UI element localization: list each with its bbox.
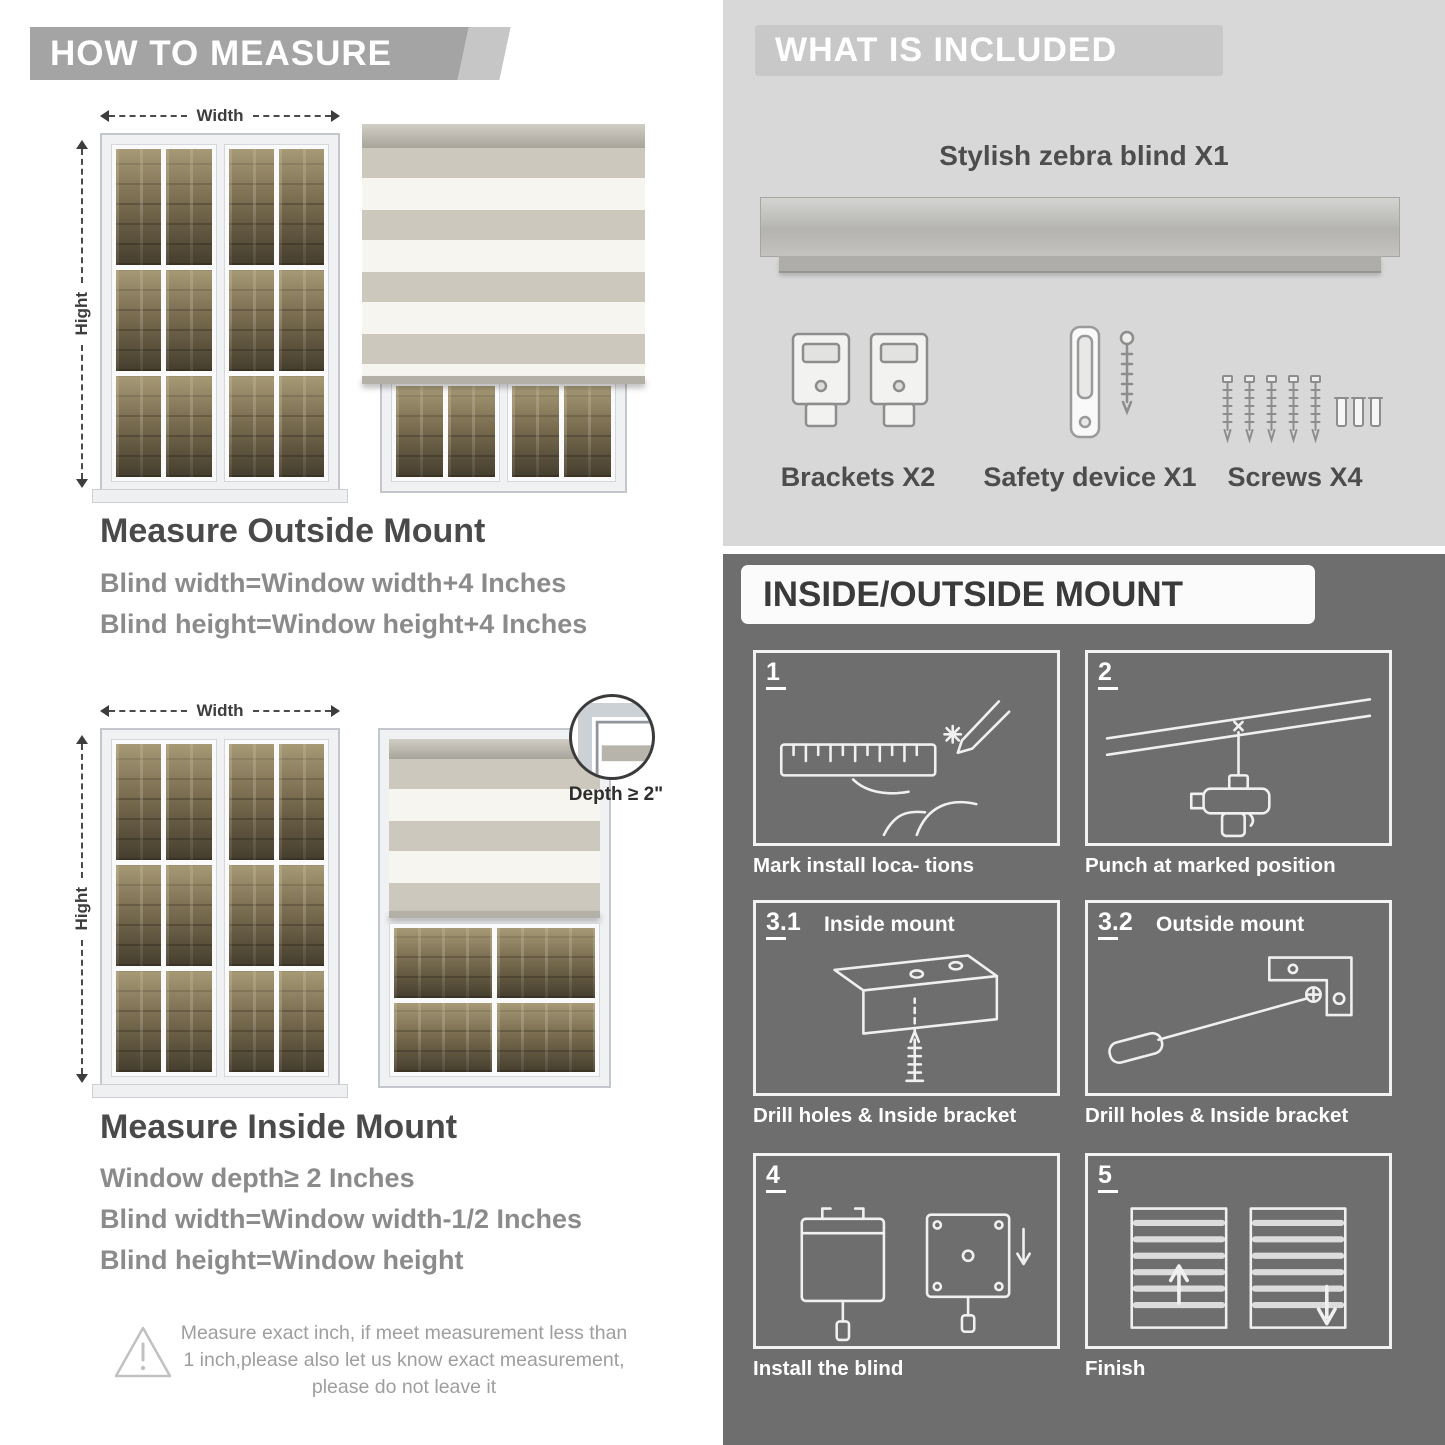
what-is-included-header: WHAT IS INCLUDED [755, 25, 1223, 76]
headrail-lip [779, 256, 1381, 273]
arrow-left-icon [100, 705, 109, 717]
brackets-label: Brackets X2 [780, 462, 936, 492]
depth-callout-circle [569, 694, 655, 780]
step-panel-4: 4 [753, 1153, 1060, 1349]
step-number: 3.1 [766, 908, 801, 940]
how-to-measure-title: HOW TO MEASURE [50, 34, 392, 73]
window-corner-depth-icon [578, 703, 652, 776]
window-sash [223, 144, 329, 482]
formula-line: Blind height=Window height [100, 1245, 464, 1275]
arrow-up-icon [76, 140, 88, 149]
outside-bracket-icon [1108, 956, 1353, 1064]
formula-line: Blind width=Window width-1/2 Inches [100, 1204, 583, 1234]
height-dimension-arrow: Hight [72, 735, 92, 1083]
screws-label: Screws X4 [1227, 462, 1363, 492]
arrow-up-icon [76, 735, 88, 744]
blind-cassette [362, 124, 645, 148]
height-label: Hight [72, 887, 91, 931]
width-dimension-arrow: Width [100, 106, 340, 126]
step-number: 1 [766, 658, 786, 690]
arrow-down-icon [76, 1074, 88, 1083]
arrow-right-icon [331, 110, 340, 122]
measurement-warning-text: Measure exact inch, if meet measurement … [180, 1322, 628, 1398]
arrow-right-icon [331, 705, 340, 717]
safety-device-icon [1069, 325, 1135, 439]
product-label: Stylish zebra blind X1 [939, 140, 1229, 171]
step-panel-1: 1 [753, 650, 1060, 846]
width-label: Width [196, 106, 244, 125]
window-illustration-outside [92, 133, 348, 503]
outside-mount-title: Measure Outside Mount [100, 512, 486, 550]
step-title: Outside mount [1156, 913, 1305, 936]
height-dimension-arrow: Hight [72, 140, 92, 488]
step-number: 5 [1098, 1161, 1118, 1193]
zebra-blind-inside-mount-illustration [378, 728, 611, 1088]
step-panel-3-2: 3.2 Outside mount [1085, 900, 1392, 1096]
step-panel-3-1: 3.1 Inside mount [753, 900, 1060, 1096]
step-number: 4 [766, 1161, 786, 1193]
step-caption-4: Install the blind [753, 1357, 904, 1380]
step-number: 2 [1098, 658, 1118, 690]
screws-icon [1222, 375, 1383, 444]
inside-mount-formulas: Window depth≥ 2 Inches Blind width=Windo… [100, 1158, 582, 1281]
formula-line: Blind height=Window height+4 Inches [100, 609, 588, 639]
formula-line: Window depth≥ 2 Inches [100, 1163, 415, 1193]
step-number: 3.2 [1098, 908, 1133, 940]
step-caption-5: Finish [1085, 1357, 1146, 1380]
step-caption-3-1: Drill holes & Inside bracket [753, 1104, 1017, 1127]
depth-requirement-label: Depth ≥ 2" [568, 784, 664, 805]
blind-bottom-rail [362, 376, 645, 384]
window-panes-below-blind [389, 923, 600, 1077]
height-label: Hight [72, 292, 91, 336]
zebra-blind [362, 124, 645, 384]
mount-guide-header: INSIDE/OUTSIDE MOUNT [741, 565, 1315, 624]
step-caption-1: Mark install loca- tions [753, 854, 974, 877]
step-caption-2: Punch at marked position [1085, 854, 1336, 877]
arrow-left-icon [100, 110, 109, 122]
drill-icon [1105, 698, 1372, 838]
warning-triangle-icon [114, 1326, 172, 1378]
mount-guide-section: INSIDE/OUTSIDE MOUNT 1 Mark install loca… [723, 554, 1445, 1445]
arrow-down-icon [76, 479, 88, 488]
window-illustration-inside [92, 728, 348, 1098]
window-sash [111, 144, 217, 482]
step-panel-2: 2 [1085, 650, 1392, 846]
mark-locations-icon [779, 700, 1011, 837]
brackets-icon [791, 332, 929, 428]
width-label: Width [196, 701, 244, 720]
finished-blinds-icon [1130, 1207, 1347, 1329]
what-is-included-section: WHAT IS INCLUDED Stylish zebra blind X1 [723, 0, 1445, 546]
how-to-measure-header: HOW TO MEASURE [30, 27, 475, 80]
zebra-blind-headrail-illustration [760, 197, 1400, 273]
step-panel-5: 5 [1085, 1153, 1392, 1349]
step-title: Inside mount [824, 913, 955, 936]
formula-line: Blind width=Window width+4 Inches [100, 568, 567, 598]
zebra-blind [389, 739, 600, 918]
inside-mount-title: Measure Inside Mount [100, 1108, 458, 1146]
step-caption-3-2: Drill holes & Inside bracket [1085, 1104, 1349, 1127]
blind-stripes [362, 148, 645, 376]
safety-device-label: Safety device X1 [983, 462, 1197, 492]
width-dimension-arrow: Width [100, 701, 340, 721]
zebra-blind-outside-mount-illustration [362, 124, 645, 493]
outside-mount-formulas: Blind width=Window width+4 Inches Blind … [100, 563, 587, 645]
install-blind-icon [800, 1207, 1031, 1342]
inside-bracket-icon [833, 954, 999, 1083]
